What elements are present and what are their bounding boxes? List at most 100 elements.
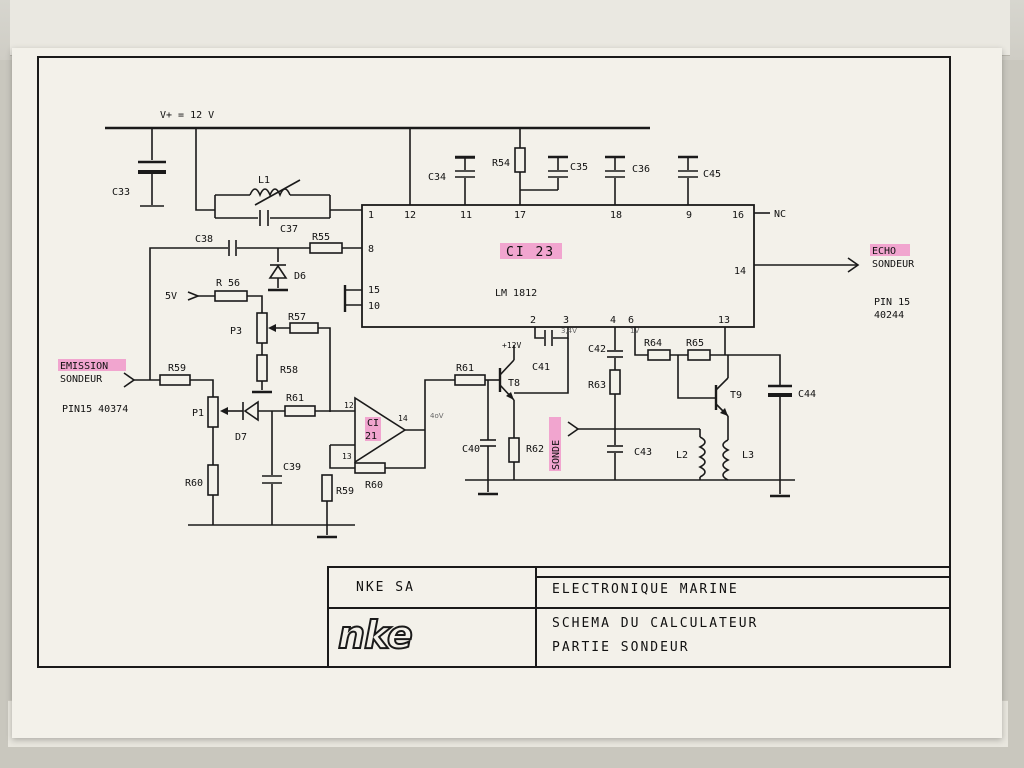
svg-text:R59: R59 — [168, 363, 186, 374]
nke-logo: nke — [338, 613, 412, 657]
svg-text:R64: R64 — [644, 338, 662, 349]
capacitor-c35: C35 — [520, 158, 588, 191]
chip-top-pins: 1 12 11 17 18 9 16 NC — [368, 209, 786, 221]
title-block: NKE SA ELECTRONIQUE MARINE SCHEMA DU CAL… — [327, 566, 951, 668]
resistor-r55: R55 — [309, 232, 362, 254]
drawing-frame — [37, 56, 951, 668]
inductor-l3: L3 — [722, 435, 754, 481]
capacitor-c34: C34 — [428, 157, 475, 205]
chip-pin14-output: 14 — [734, 257, 860, 277]
opamp-ci21: CI 21 12 13 14 4oV — [330, 379, 455, 464]
svg-text:14: 14 — [398, 414, 408, 423]
svg-text:D6: D6 — [294, 271, 306, 282]
svg-text:16: 16 — [732, 210, 744, 221]
resistor-r59-a: R59 — [159, 363, 214, 397]
capacitor-c45: C45 — [678, 158, 721, 205]
svg-text:C37: C37 — [280, 224, 298, 235]
diode-d7: D7 — [235, 400, 285, 443]
svg-text:3,4V: 3,4V — [561, 327, 577, 335]
chip-name: CI 23 — [506, 245, 555, 260]
svg-text:8: 8 — [368, 244, 374, 255]
transistor-t8: +12V T8 — [487, 341, 521, 440]
svg-text:L2: L2 — [676, 450, 688, 461]
sonde-highlight — [549, 417, 561, 471]
svg-text:R65: R65 — [686, 338, 704, 349]
svg-text:3: 3 — [563, 315, 569, 326]
svg-text:4: 4 — [610, 315, 616, 326]
chip-part: LM 1812 — [495, 288, 537, 299]
svg-text:CI: CI — [367, 418, 379, 429]
svg-text:R60: R60 — [365, 480, 383, 491]
emission-label-2: SONDEUR — [60, 374, 103, 385]
svg-text:13: 13 — [718, 315, 730, 326]
svg-text:R60: R60 — [185, 478, 203, 489]
svg-text:18: 18 — [610, 210, 622, 221]
chip-ci23 — [361, 204, 755, 328]
resistor-r65: R65 — [686, 327, 781, 385]
supply-label: V+ = 12 V — [160, 110, 214, 121]
capacitor-c41: C41 — [514, 327, 569, 394]
svg-text:R57: R57 — [288, 312, 306, 323]
transistor-t9: T9 — [677, 355, 742, 435]
svg-text:4oV: 4oV — [430, 412, 444, 420]
svg-text:C34: C34 — [428, 172, 446, 183]
svg-text:D7: D7 — [235, 432, 247, 443]
svg-text:R61: R61 — [286, 393, 304, 404]
svg-text:13: 13 — [342, 452, 352, 461]
resistor-r62: R62 — [508, 437, 544, 480]
diode-d6: D6 — [268, 248, 306, 292]
resistor-r59-b: R59 — [317, 474, 354, 539]
svg-text:R58: R58 — [280, 365, 298, 376]
svg-text:C42: C42 — [588, 344, 606, 355]
svg-text:C41: C41 — [532, 362, 550, 373]
resistor-r57: R57 — [288, 312, 331, 412]
svg-text:C36: C36 — [632, 164, 650, 175]
svg-text:12: 12 — [404, 210, 416, 221]
svg-text:P3: P3 — [230, 326, 242, 337]
svg-text:11: 11 — [460, 210, 472, 221]
svg-text:C44: C44 — [798, 389, 816, 400]
svg-text:1: 1 — [368, 210, 374, 221]
svg-text:R61: R61 — [456, 363, 474, 374]
svg-text:P1: P1 — [192, 408, 204, 419]
emission-highlight — [58, 359, 126, 371]
capacitor-c42: C42 — [588, 327, 623, 370]
chip-highlight — [500, 243, 562, 259]
drawing-title-1: SCHEMA DU CALCULATEUR — [552, 616, 758, 631]
capacitor-c38: C38 — [149, 234, 310, 380]
svg-text:R62: R62 — [526, 444, 544, 455]
emission-pin: PIN15 40374 — [62, 404, 128, 415]
svg-text:14: 14 — [734, 266, 746, 277]
supply-5v: 5V — [165, 291, 215, 302]
echo-label-2: SONDEUR — [872, 259, 915, 270]
resistor-r64: R64 — [634, 327, 688, 361]
inductor-l1: L1 C37 — [195, 128, 362, 235]
svg-text:C45: C45 — [703, 169, 721, 180]
resistor-r56: R 56 — [214, 278, 263, 313]
echo-pin-2: 40244 — [874, 310, 904, 321]
resistor-r63: R63 — [588, 369, 621, 445]
echo-highlight — [870, 244, 910, 256]
svg-text:R54: R54 — [492, 158, 510, 169]
resistor-r60-b: R60 — [329, 430, 426, 491]
capacitor-c44: C44 — [768, 384, 816, 498]
resistor-r58: R58 — [252, 354, 298, 394]
chip-bottom-pins: 2 3 4 6 13 3,4V 1V — [530, 315, 730, 335]
svg-text:15: 15 — [368, 285, 380, 296]
svg-text:C33: C33 — [112, 187, 130, 198]
capacitor-c36: C36 — [605, 158, 650, 205]
svg-text:NC: NC — [774, 209, 786, 220]
inductor-l2: L2 — [676, 429, 706, 480]
sonde-arrow — [567, 421, 580, 437]
svg-text:5V: 5V — [165, 291, 177, 302]
svg-text:T9: T9 — [730, 390, 742, 401]
company-name: NKE SA — [356, 580, 415, 595]
svg-text:R59: R59 — [336, 486, 354, 497]
svg-text:C40: C40 — [462, 444, 480, 455]
division-name: ELECTRONIQUE MARINE — [552, 582, 739, 597]
potentiometer-p1: P1 — [192, 396, 243, 465]
chip-left-pins: 8 15 10 — [343, 244, 380, 312]
svg-text:C35: C35 — [570, 162, 588, 173]
sonde-label: SONDE — [551, 440, 562, 470]
